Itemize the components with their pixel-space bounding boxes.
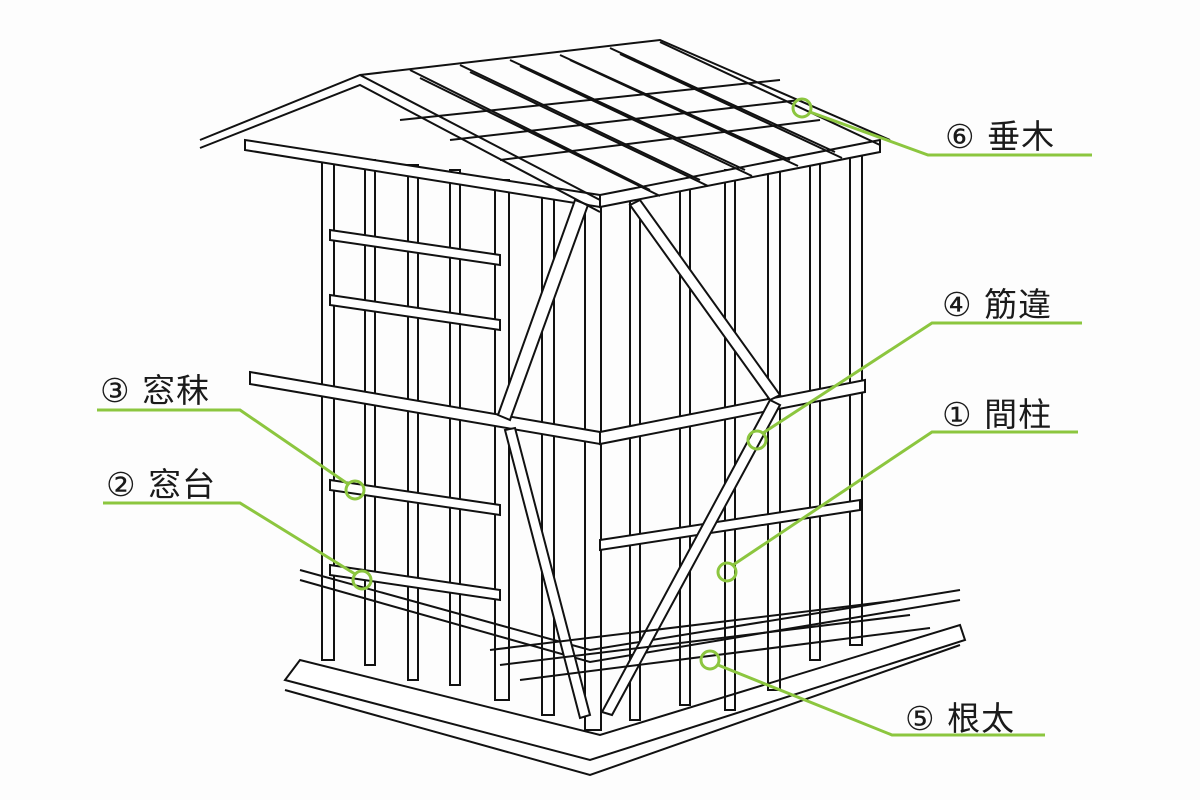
label-text: 垂木	[987, 117, 1056, 156]
label-text: 窓秣	[142, 371, 211, 410]
label-brace: ④ 筋違	[942, 278, 1052, 326]
floor-sill	[299, 569, 961, 652]
label-number: ③	[100, 371, 131, 410]
right-wall-beams	[599, 138, 881, 552]
label-window-lintel: ③ 窓秣	[100, 364, 210, 412]
leader-lines	[97, 97, 1092, 737]
label-text: 間柱	[984, 395, 1053, 434]
label-number: ②	[106, 465, 137, 504]
braces	[496, 198, 782, 720]
label-rafter: ⑥ 垂木	[945, 110, 1055, 158]
label-stud: ① 間柱	[942, 388, 1052, 436]
label-joist: ⑤ 根太	[905, 692, 1015, 740]
label-number: ①	[942, 395, 973, 434]
floor-joists	[489, 599, 931, 681]
label-number: ⑥	[945, 117, 976, 156]
label-text: 筋違	[984, 285, 1053, 324]
foundation	[283, 623, 967, 762]
label-text: 窓台	[148, 465, 217, 504]
label-number: ⑤	[905, 699, 936, 738]
left-wall-beams	[244, 138, 601, 602]
foundation-edge	[284, 644, 961, 777]
label-number: ④	[942, 285, 973, 324]
roof-rafters	[199, 38, 891, 213]
label-window-sill: ② 窓台	[106, 458, 216, 506]
label-text: 根太	[947, 699, 1016, 738]
